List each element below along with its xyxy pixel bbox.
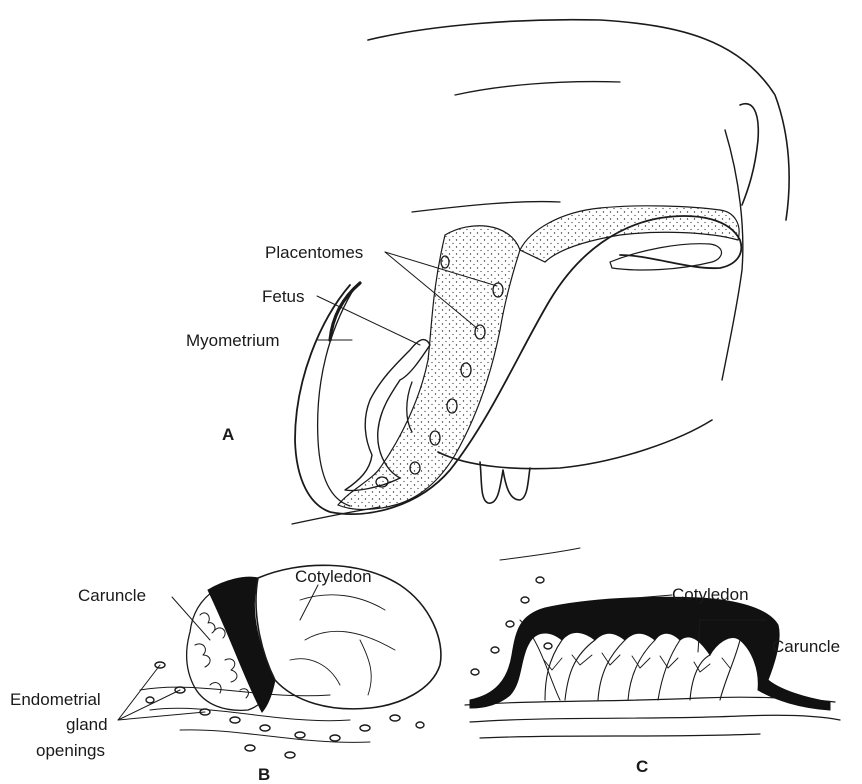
label-cotyledon-c: Cotyledon	[672, 585, 749, 604]
panel-label-b: B	[258, 765, 270, 784]
cow-tail-base	[740, 104, 758, 205]
panel-label-c: C	[636, 757, 648, 776]
label-caruncle-c: Caruncle	[772, 637, 840, 656]
label-caruncle-b: Caruncle	[78, 586, 146, 605]
cow-back-outline	[368, 20, 789, 220]
cotyledon-b	[256, 565, 441, 709]
horn-band	[520, 206, 739, 262]
cow-body-line	[455, 82, 620, 95]
cotyledon-b-leader	[300, 585, 318, 620]
label-fetus: Fetus	[262, 287, 305, 306]
gland-openings	[146, 577, 552, 758]
horn-fetus-cavity	[610, 244, 722, 270]
endometrial-leader-1	[118, 665, 160, 720]
cow-body-line-2	[412, 202, 560, 212]
caruncle-b-leader	[172, 597, 210, 640]
label-endometrial-line1: Endometrial	[10, 690, 101, 709]
label-cotyledon-b: Cotyledon	[295, 567, 372, 586]
label-endometrial-line2: gland	[66, 715, 108, 734]
stroma-lines	[465, 697, 840, 738]
panel-a-drawing	[292, 20, 789, 524]
label-placentomes: Placentomes	[265, 243, 363, 262]
uterus-inner-wall	[318, 292, 352, 506]
panel-label-a: A	[222, 425, 234, 444]
label-endometrial-line3: openings	[36, 741, 105, 760]
panel-c-drawing	[465, 595, 840, 738]
label-myometrium: Myometrium	[186, 331, 280, 350]
